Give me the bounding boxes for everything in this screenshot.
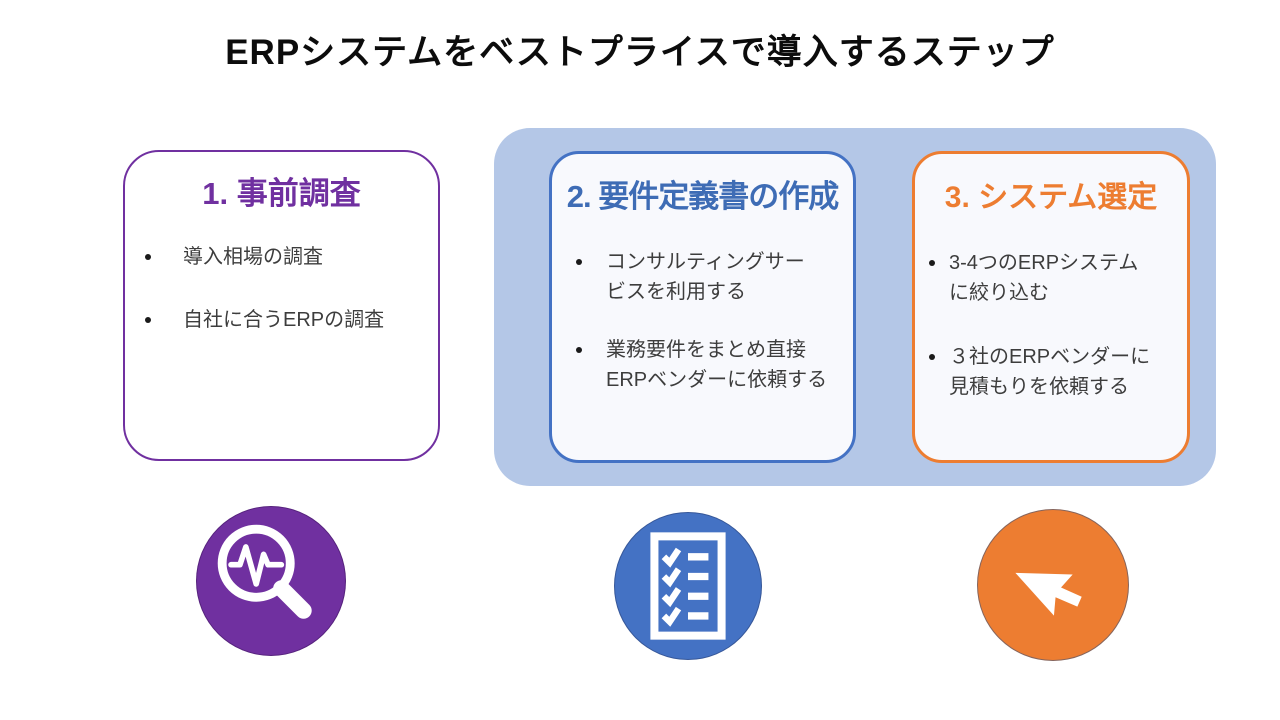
bullet-item: 導入相場の調査 [145,242,430,272]
step-1-icon-badge [196,506,346,656]
bullet-text-line: に絞り込む [949,281,1049,304]
magnifier-pulse-icon [217,524,312,619]
step-2-bullet-list: コンサルティングサー ビスを利用する 業務要件をまとめ直接 ERPベンダーに依頼… [552,247,853,395]
bullet-item: 3-4つのERPシステム に絞り込む [929,248,1185,308]
step-1-card: 1. 事前調査 導入相場の調査 自社に合うERPの調査 [123,150,440,461]
bullet-marker [929,259,935,266]
slide-title: ERPシステムをベストプライスで導入するステップ [225,33,1055,72]
cursor-arrow-icon [1015,572,1082,616]
step-2-card: 2. 要件定義書の作成 コンサルティングサー ビスを利用する 業務要件をまとめ直… [549,151,856,463]
step-2-icon-badge [614,512,762,660]
checklist-icon [650,532,726,640]
bullet-text-line: ３社のERPベンダーに [949,345,1151,368]
bullet-marker [929,353,935,360]
step-1-bullet-list: 導入相場の調査 自社に合うERPの調査 [125,242,438,335]
bullet-text-line: ビスを利用する [606,280,746,303]
bullet-text-line: 業務要件をまとめ直接 [606,338,806,361]
step-3-bullet-list: 3-4つのERPシステム に絞り込む ３社のERPベンダーに 見積もりを依頼する [915,248,1187,402]
bullet-text: 自社に合うERPの調査 [183,308,385,331]
step-2-heading: 2. 要件定義書の作成 [566,179,839,214]
bullet-text: 導入相場の調査 [183,245,323,268]
bullet-item: コンサルティングサー ビスを利用する [576,247,849,307]
bullet-item: 自社に合うERPの調査 [145,305,430,335]
step-1-heading: 1. 事前調査 [202,176,361,211]
bullet-marker [145,253,151,260]
bullet-item: 業務要件をまとめ直接 ERPベンダーに依頼する [576,335,849,395]
step-3-heading: 3. システム選定 [944,181,1158,214]
bullet-text-line: コンサルティングサー [606,250,805,273]
bullet-item: ３社のERPベンダーに 見積もりを依頼する [929,342,1185,402]
bullet-marker [576,258,582,265]
bullet-marker [145,316,151,323]
step-3-icon-badge [977,509,1129,661]
bullet-marker [576,346,582,353]
step-3-card: 3. システム選定 3-4つのERPシステム に絞り込む ３社のERPベンダーに… [912,151,1190,463]
bullet-text-line: 見積もりを依頼する [949,375,1129,398]
bullet-text-line: 3-4つのERPシステム [949,251,1139,274]
bullet-text-line: ERPベンダーに依頼する [606,368,828,391]
